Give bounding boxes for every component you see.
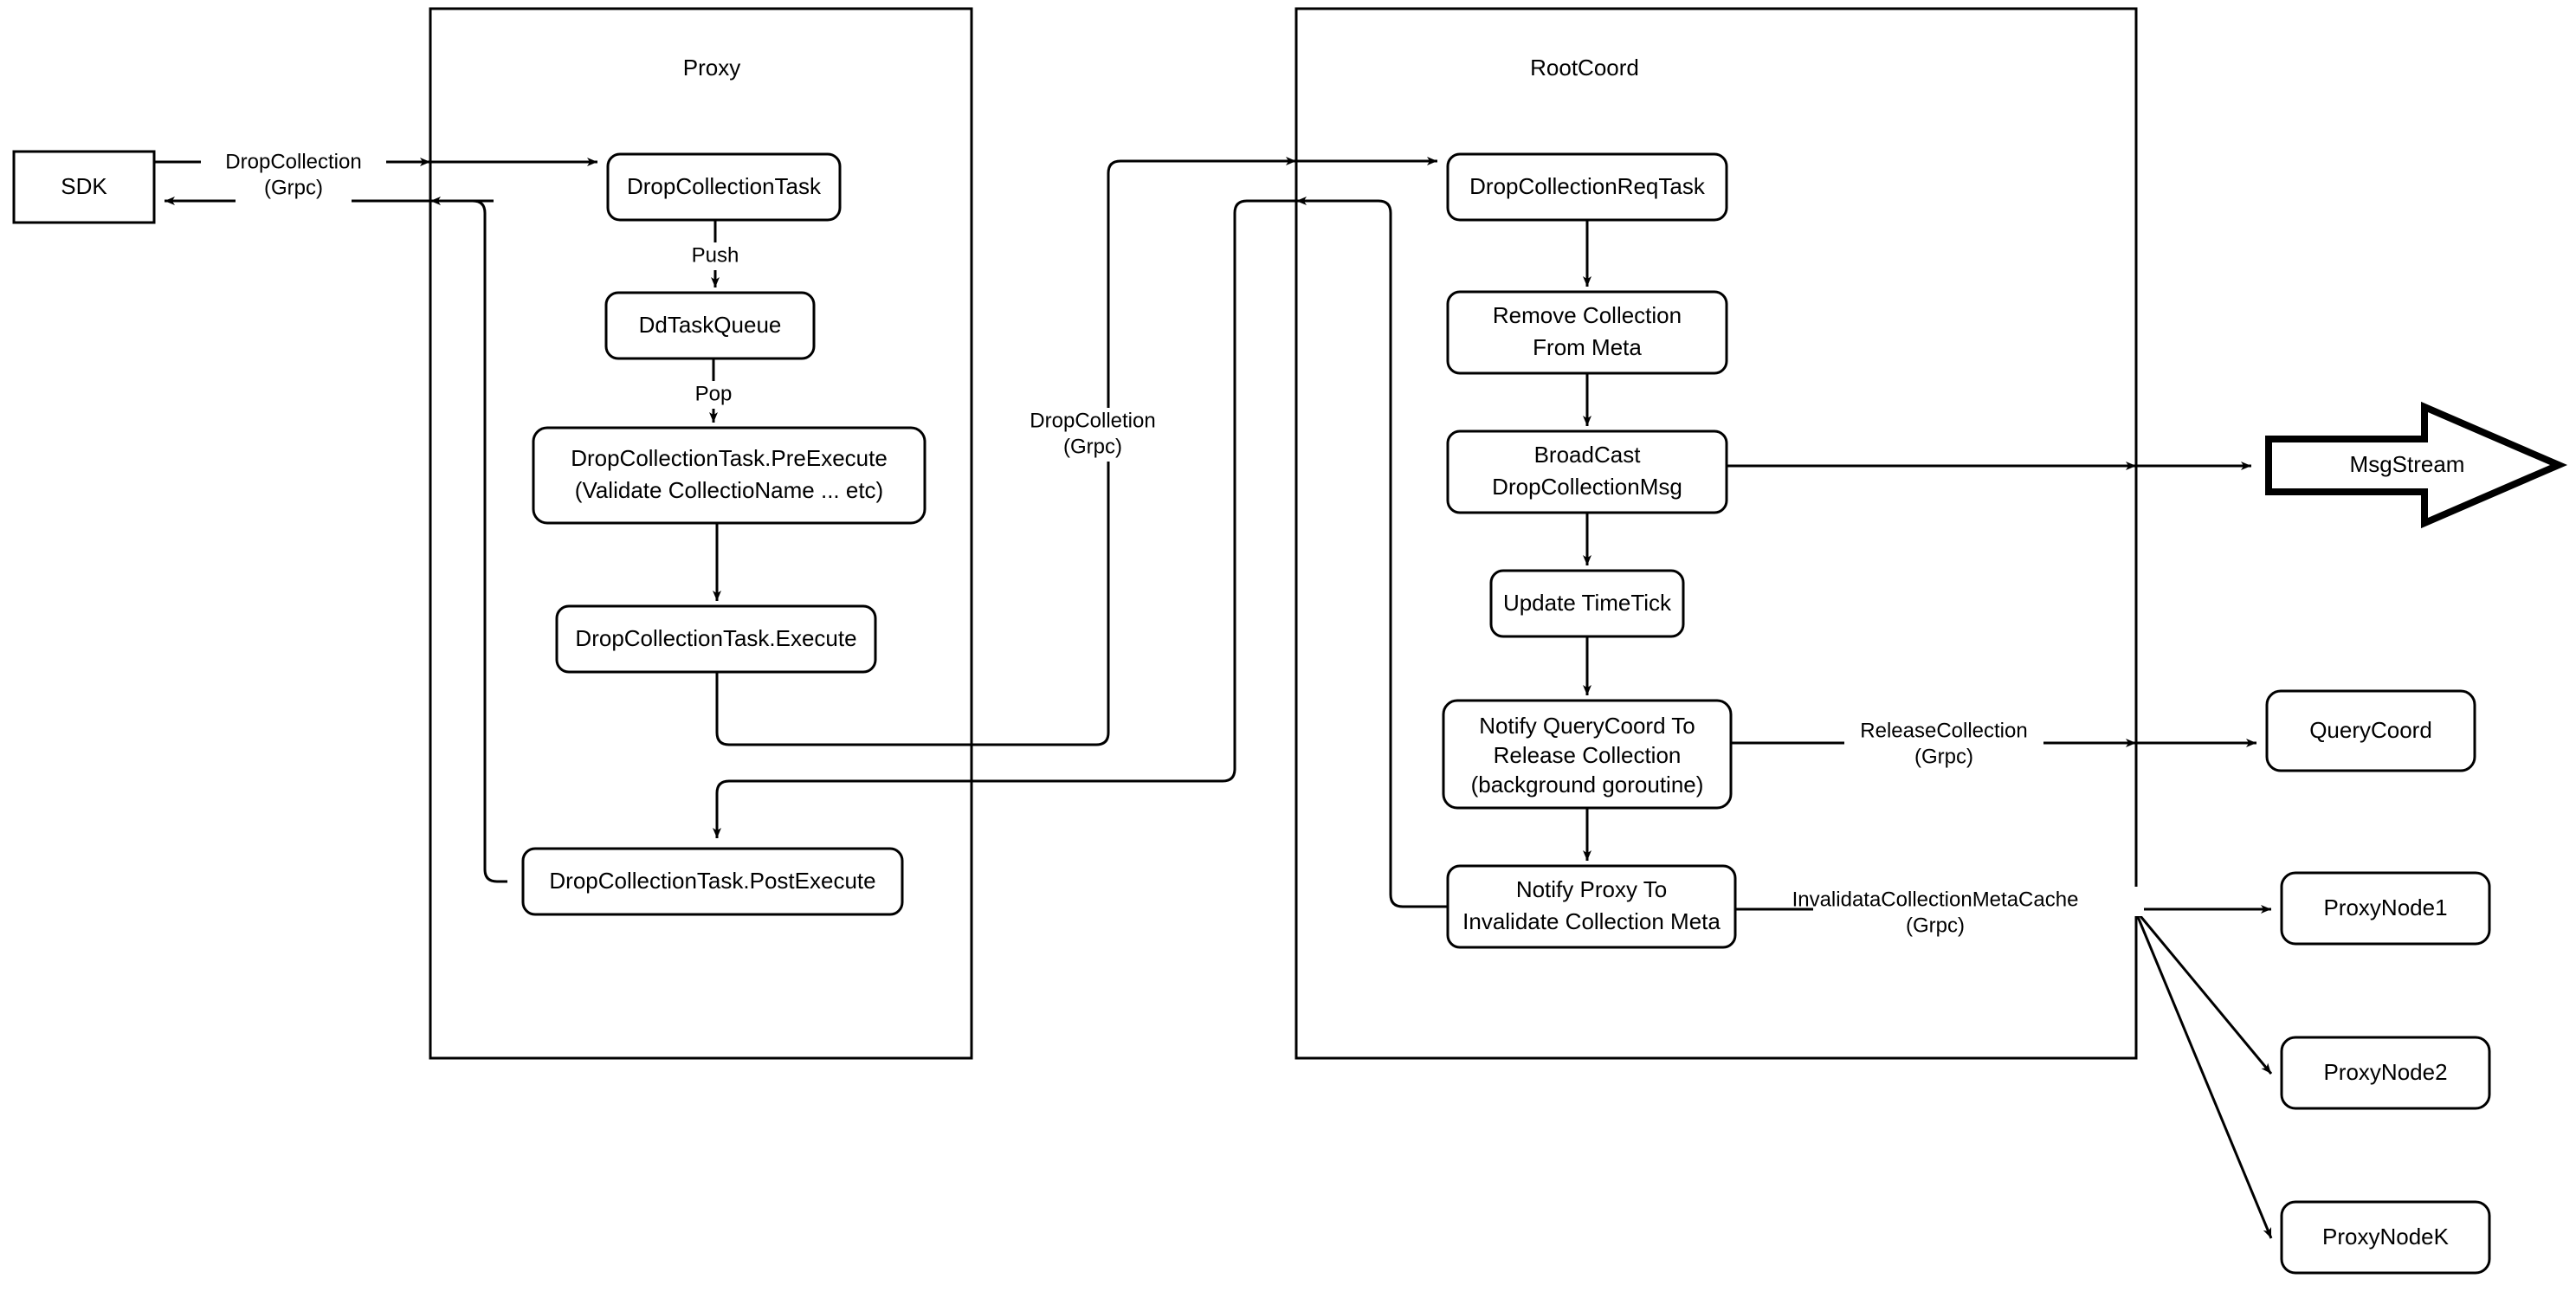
edge-label-releasecollection-grpc-line2: (Grpc): [1914, 745, 1973, 768]
notify-proxy-label-line2: Invalidate Collection Meta: [1462, 908, 1721, 934]
node-querycoord[interactable]: QueryCoord: [2265, 689, 2476, 772]
sdk-box[interactable]: [12, 150, 156, 224]
update-timetick-box[interactable]: [1489, 569, 1685, 638]
remove-meta-label-line2: From Meta: [1533, 334, 1642, 360]
rootcoord-container-label: RootCoord: [1530, 55, 1639, 81]
edge-label-rootcoord-to-querycoord: ReleaseCollection (Grpc): [1844, 718, 2043, 772]
drop-collection-task-label: DropCollectionTask: [627, 173, 822, 199]
edge-queue-pop-preexecute: Pop: [686, 358, 743, 423]
broadcast-msg-label-line2: DropCollectionMsg: [1492, 474, 1682, 500]
node-proxynodek[interactable]: ProxyNodeK: [2280, 1200, 2491, 1275]
push-label-bg: [682, 242, 748, 270]
node-notify-proxy[interactable]: Notify Proxy To Invalidate Collection Me…: [1446, 864, 1737, 949]
edge-label-invalidata-grpc-line2: (Grpc): [1906, 914, 1965, 937]
edge-label-push: Push: [692, 243, 739, 267]
notify-querycoord-label-line1: Notify QueryCoord To: [1479, 713, 1695, 739]
edge-label-releasecollection-grpc-line1: ReleaseCollection: [1860, 719, 2027, 742]
edge-label-dropcolletion-grpc-line2: (Grpc): [1063, 435, 1122, 458]
qc-label-bg-2: [1888, 742, 2000, 772]
node-pre-execute[interactable]: DropCollectionTask.PreExecute (Validate …: [532, 426, 926, 525]
edge-label-rootcoord-to-proxynodes: InvalidataCollectionMetaCache (Grpc): [1792, 887, 2144, 940]
execute-box[interactable]: [555, 604, 877, 674]
notify-proxy-label-line1: Notify Proxy To: [1516, 876, 1667, 902]
node-post-execute[interactable]: DropCollectionTask.PostExecute: [521, 847, 904, 916]
node-proxynode2[interactable]: ProxyNode2: [2280, 1036, 2491, 1110]
querycoord-label: QueryCoord: [2309, 717, 2432, 743]
node-proxynode1[interactable]: ProxyNode1: [2280, 871, 2491, 946]
notify-proxy-box[interactable]: [1446, 864, 1737, 949]
edge-label-invalidata-grpc-line1: InvalidataCollectionMetaCache: [1792, 888, 2079, 911]
broadcast-msg-label-line1: BroadCast: [1534, 442, 1642, 468]
proxynodek-box[interactable]: [2280, 1200, 2491, 1275]
edge-execute-to-rootcoord: [715, 157, 1437, 746]
sdk-label: SDK: [61, 173, 107, 199]
node-remove-meta[interactable]: Remove Collection From Meta: [1446, 290, 1728, 375]
broadcast-msg-box[interactable]: [1446, 429, 1728, 514]
edge-label-dropcollection-grpc-line2: (Grpc): [264, 176, 323, 199]
pre-execute-box[interactable]: [532, 426, 926, 525]
node-notify-querycoord[interactable]: Notify QueryCoord To Release Collection …: [1442, 699, 1733, 810]
edge-label-dropcollection-grpc-line1: DropCollection: [225, 150, 361, 173]
rc-label-bg-2: [1056, 432, 1169, 462]
notify-querycoord-label-line3: (background goroutine): [1471, 772, 1704, 798]
node-drop-collection-task[interactable]: DropCollectionTask: [606, 152, 842, 222]
node-broadcast-msg[interactable]: BroadCast DropCollectionMsg: [1446, 429, 1728, 514]
pre-execute-label-line2: (Validate CollectioName ... etc): [575, 477, 883, 503]
req-task-label: DropCollectionReqTask: [1469, 173, 1706, 199]
node-req-task[interactable]: DropCollectionReqTask: [1446, 152, 1728, 222]
node-execute[interactable]: DropCollectionTask.Execute: [555, 604, 877, 674]
pn-label-bg-2: [1879, 911, 1992, 940]
update-timetick-label: Update TimeTick: [1503, 590, 1672, 616]
edge-label-pop: Pop: [695, 382, 733, 405]
node-dd-task-queue[interactable]: DdTaskQueue: [604, 291, 816, 360]
node-sdk[interactable]: SDK: [12, 150, 156, 224]
querycoord-box[interactable]: [2265, 689, 2476, 772]
drop-collection-task-box[interactable]: [606, 152, 842, 222]
notify-querycoord-label-line2: Release Collection: [1494, 742, 1682, 768]
edge-rootcoord-to-postexecute: [713, 197, 1448, 908]
proxynode1-box[interactable]: [2280, 871, 2491, 946]
node-update-timetick[interactable]: Update TimeTick: [1489, 569, 1685, 638]
proxynode2-label: ProxyNode2: [2323, 1059, 2447, 1085]
edge-label-sdk-to-proxy: DropCollection (Grpc): [201, 149, 386, 203]
proxy-container-label: Proxy: [683, 55, 740, 81]
pop-label-bg: [686, 381, 743, 409]
notify-querycoord-box[interactable]: [1442, 699, 1733, 810]
proxynodek-label: ProxyNodeK: [2322, 1224, 2450, 1250]
dd-task-queue-label: DdTaskQueue: [639, 312, 782, 338]
node-msgstream[interactable]: MsgStream: [2265, 401, 2568, 529]
dd-task-queue-box[interactable]: [604, 291, 816, 360]
proxynode2-box[interactable]: [2280, 1036, 2491, 1110]
remove-meta-box[interactable]: [1446, 290, 1728, 375]
post-execute-box[interactable]: [521, 847, 904, 916]
msgstream-block-arrow[interactable]: [2265, 401, 2568, 529]
post-execute-label: DropCollectionTask.PostExecute: [549, 868, 875, 894]
pre-execute-label-line1: DropCollectionTask.PreExecute: [571, 445, 888, 471]
execute-label: DropCollectionTask.Execute: [575, 625, 856, 651]
edge-task-push-queue: Push: [682, 220, 748, 287]
sdk-label-bg-2: [236, 173, 352, 203]
edge-label-proxy-to-rootcoord: DropColletion (Grpc): [1027, 408, 1200, 462]
msgstream-label: MsgStream: [2350, 451, 2465, 477]
edge-label-dropcolletion-grpc-line1: DropColletion: [1030, 409, 1155, 432]
req-task-box[interactable]: [1446, 152, 1728, 222]
remove-meta-label-line1: Remove Collection: [1493, 302, 1682, 328]
proxynode1-label: ProxyNode1: [2323, 894, 2447, 920]
